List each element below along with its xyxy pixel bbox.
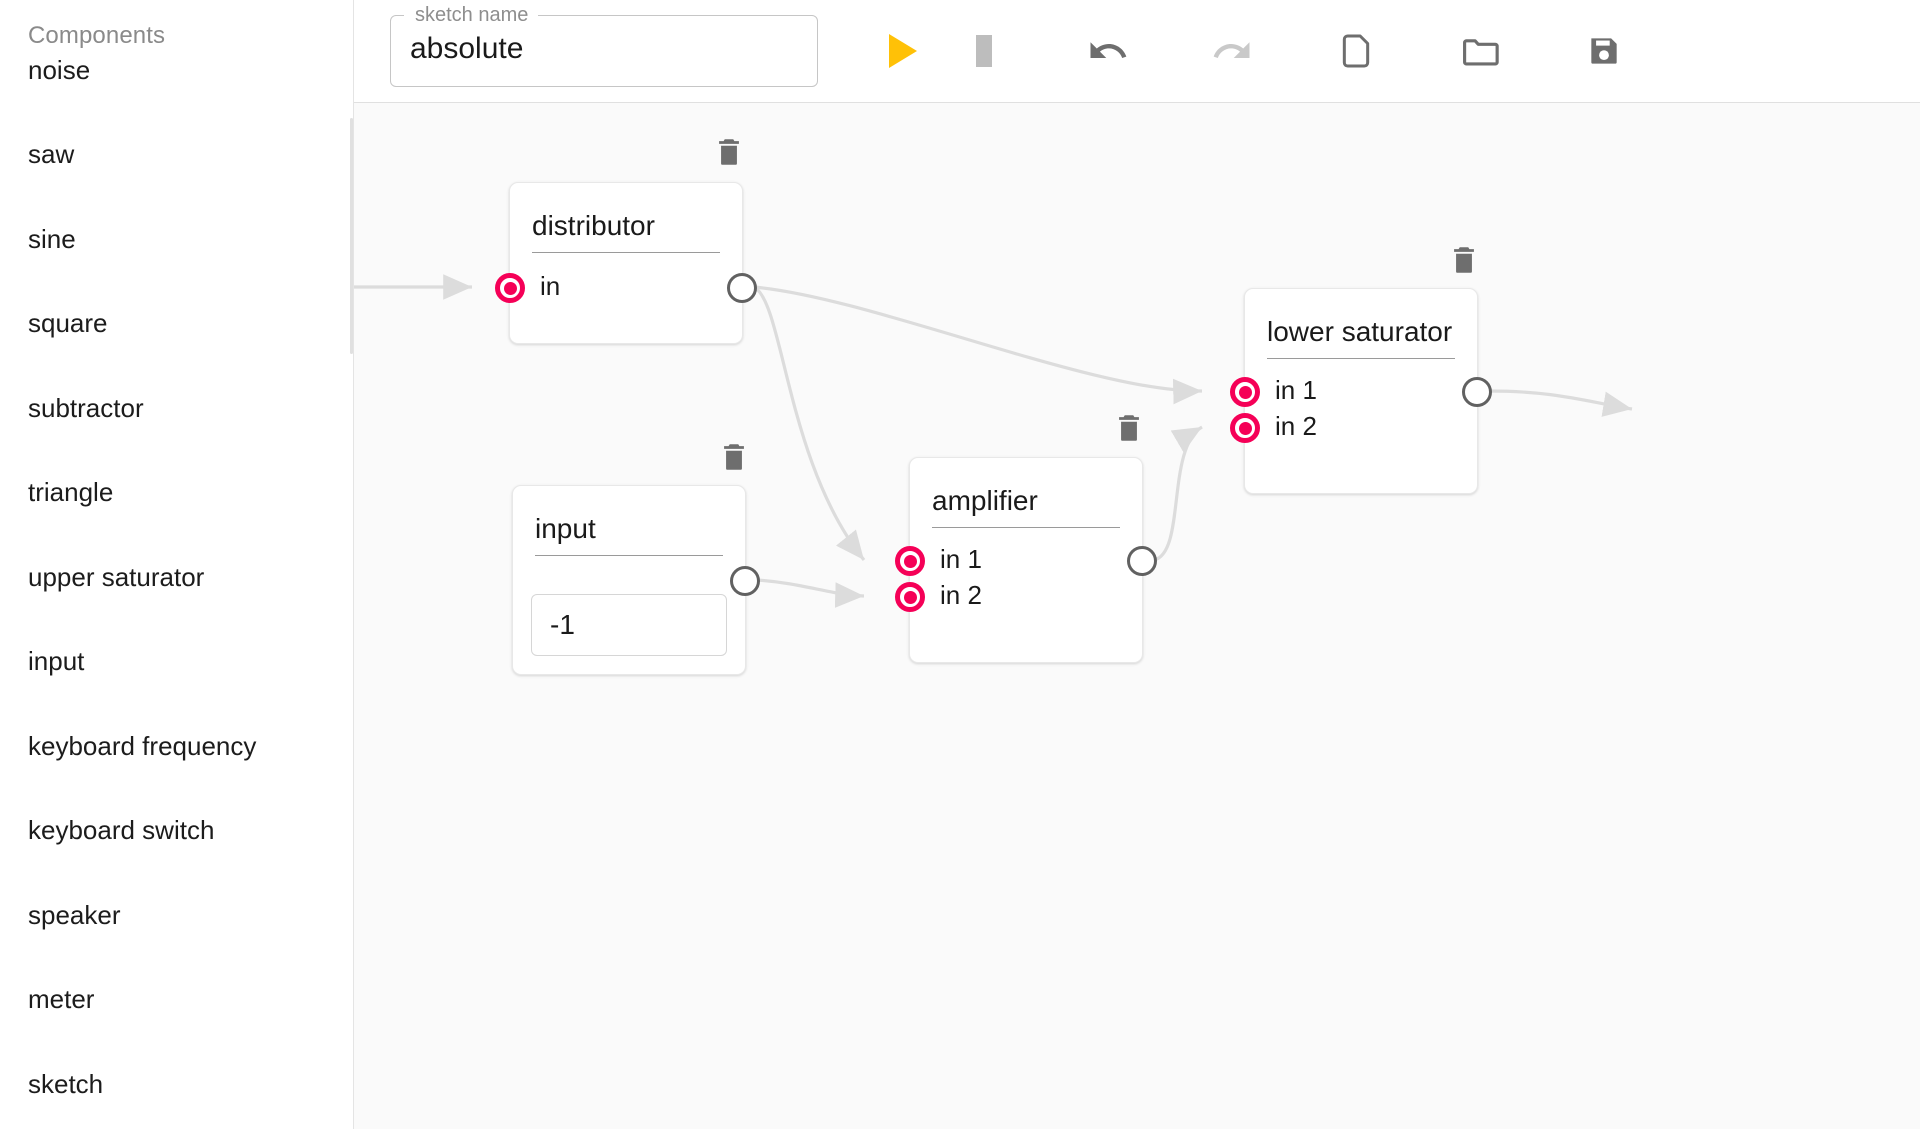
input-port-label: in 1 bbox=[1275, 375, 1317, 405]
delete-node-button-distributor[interactable] bbox=[712, 135, 746, 169]
sidebar-item-label: sketch bbox=[28, 1068, 104, 1099]
sidebar-item-label: sine bbox=[28, 223, 76, 254]
output-port[interactable] bbox=[730, 566, 760, 596]
node-title[interactable]: amplifier bbox=[932, 484, 1120, 528]
sidebar-item-label: keyboard switch bbox=[28, 815, 215, 846]
delete-node-button-input[interactable] bbox=[717, 440, 751, 474]
node-title[interactable]: distributor bbox=[532, 209, 720, 253]
input-port-label: in 1 bbox=[940, 544, 982, 574]
sketch-name-input[interactable] bbox=[410, 32, 790, 66]
input-port-in-1[interactable] bbox=[895, 546, 925, 576]
wire-lower-saturator.out-to-external-right[interactable] bbox=[1488, 389, 1633, 417]
sidebar-item-subtractor[interactable]: subtractor bbox=[0, 366, 353, 451]
sidebar-item-sine[interactable]: sine bbox=[0, 197, 353, 282]
trash-icon bbox=[719, 139, 739, 165]
sidebar-item-keyboard-switch[interactable]: keyboard switch bbox=[0, 789, 353, 874]
sidebar-item-noise[interactable]: noise bbox=[0, 28, 353, 113]
save-sketch-button[interactable] bbox=[1564, 11, 1644, 91]
sidebar-item-label: speaker bbox=[28, 899, 121, 930]
input-port-label: in 2 bbox=[940, 580, 982, 610]
input-port-in-2[interactable] bbox=[1230, 413, 1260, 443]
sketch-name-label: sketch name bbox=[410, 3, 534, 27]
input-port-in[interactable] bbox=[495, 273, 525, 303]
wire-amplifier.out-to-lower-saturator.in2[interactable] bbox=[1153, 425, 1203, 562]
input-port-label: in bbox=[540, 271, 561, 301]
sidebar-item-label: keyboard frequency bbox=[28, 730, 257, 761]
sidebar-item-label: noise bbox=[28, 54, 91, 85]
sidebar-item-keyboard-frequency[interactable]: keyboard frequency bbox=[0, 704, 353, 789]
stop-button[interactable] bbox=[944, 11, 1024, 91]
sketch-name-field[interactable]: sketch name bbox=[390, 3, 818, 87]
output-port[interactable] bbox=[727, 273, 757, 303]
components-sidebar: Components noise saw sine square subtractor t… bbox=[0, 0, 354, 1129]
sidebar-item-saw[interactable]: saw bbox=[0, 113, 353, 198]
connection-wires bbox=[354, 274, 1633, 608]
redo-button[interactable] bbox=[1192, 11, 1272, 91]
node-title[interactable]: input bbox=[535, 512, 723, 556]
input-port-in-2[interactable] bbox=[895, 582, 925, 612]
trash-icon bbox=[724, 444, 744, 470]
file-icon bbox=[1342, 34, 1370, 68]
patch-canvas[interactable]: distributorininputamplifierin 1in 2lower… bbox=[354, 103, 1920, 1129]
sidebar-title: Components bbox=[28, 22, 166, 49]
sidebar-item-label: input bbox=[28, 646, 85, 677]
output-port[interactable] bbox=[1462, 377, 1492, 407]
sidebar-item-square[interactable]: square bbox=[0, 282, 353, 367]
save-icon bbox=[1591, 38, 1617, 64]
stop-icon bbox=[976, 35, 992, 67]
node-title[interactable]: lower saturator bbox=[1267, 315, 1455, 359]
node-value-input[interactable] bbox=[531, 594, 727, 656]
sidebar-item-input[interactable]: input bbox=[0, 620, 353, 705]
sidebar-item-label: triangle bbox=[28, 477, 114, 508]
node-amplifier[interactable]: amplifier in 1 in 2 bbox=[895, 457, 1157, 663]
wire-input.out-to-amplifier.in2[interactable] bbox=[756, 578, 865, 608]
redo-icon bbox=[1213, 42, 1250, 58]
new-sketch-button[interactable] bbox=[1316, 11, 1396, 91]
editor-pane: sketch name bbox=[354, 0, 1920, 1129]
sidebar-item-sketch[interactable]: sketch bbox=[0, 1042, 353, 1127]
wire-distributor.out-to-lower-saturator.in1[interactable] bbox=[753, 285, 1203, 405]
trash-icon bbox=[1119, 415, 1139, 441]
wire-distributor.out-to-amplifier.in1[interactable] bbox=[753, 285, 866, 562]
trash-icon bbox=[1454, 247, 1474, 273]
sidebar-item-triangle[interactable]: triangle bbox=[0, 451, 353, 536]
node-input[interactable]: input bbox=[512, 485, 760, 675]
toolbar: sketch name bbox=[354, 0, 1920, 103]
component-list: noise saw sine square subtractor triangle uppe… bbox=[0, 28, 353, 1127]
delete-node-button-lower-saturator[interactable] bbox=[1447, 243, 1481, 277]
sidebar-item-meter[interactable]: meter bbox=[0, 958, 353, 1043]
sidebar-item-label: saw bbox=[28, 139, 75, 170]
input-port-label: in 2 bbox=[1275, 411, 1317, 441]
play-button[interactable] bbox=[862, 11, 942, 91]
sidebar-item-label: square bbox=[28, 308, 108, 339]
node-distributor[interactable]: distributor in bbox=[495, 182, 757, 344]
open-sketch-button[interactable] bbox=[1440, 11, 1520, 91]
sidebar-item-label: subtractor bbox=[28, 392, 144, 423]
sidebar-item-upper-saturator[interactable]: upper saturator bbox=[0, 535, 353, 620]
delete-node-button-amplifier[interactable] bbox=[1112, 411, 1146, 445]
sidebar-item-label: upper saturator bbox=[28, 561, 205, 592]
sidebar-item-label: meter bbox=[28, 984, 95, 1015]
output-port[interactable] bbox=[1127, 546, 1157, 576]
sidebar-scrollbar-thumb[interactable] bbox=[350, 118, 353, 354]
node-lower-saturator[interactable]: lower saturator in 1 in 2 bbox=[1230, 288, 1492, 494]
undo-icon bbox=[1090, 42, 1127, 58]
undo-button[interactable] bbox=[1068, 11, 1148, 91]
input-port-in-1[interactable] bbox=[1230, 377, 1260, 407]
sidebar-scrollbar[interactable] bbox=[350, 0, 353, 1129]
folder-icon bbox=[1463, 39, 1499, 66]
sidebar-item-speaker[interactable]: speaker bbox=[0, 873, 353, 958]
play-icon bbox=[889, 34, 917, 68]
